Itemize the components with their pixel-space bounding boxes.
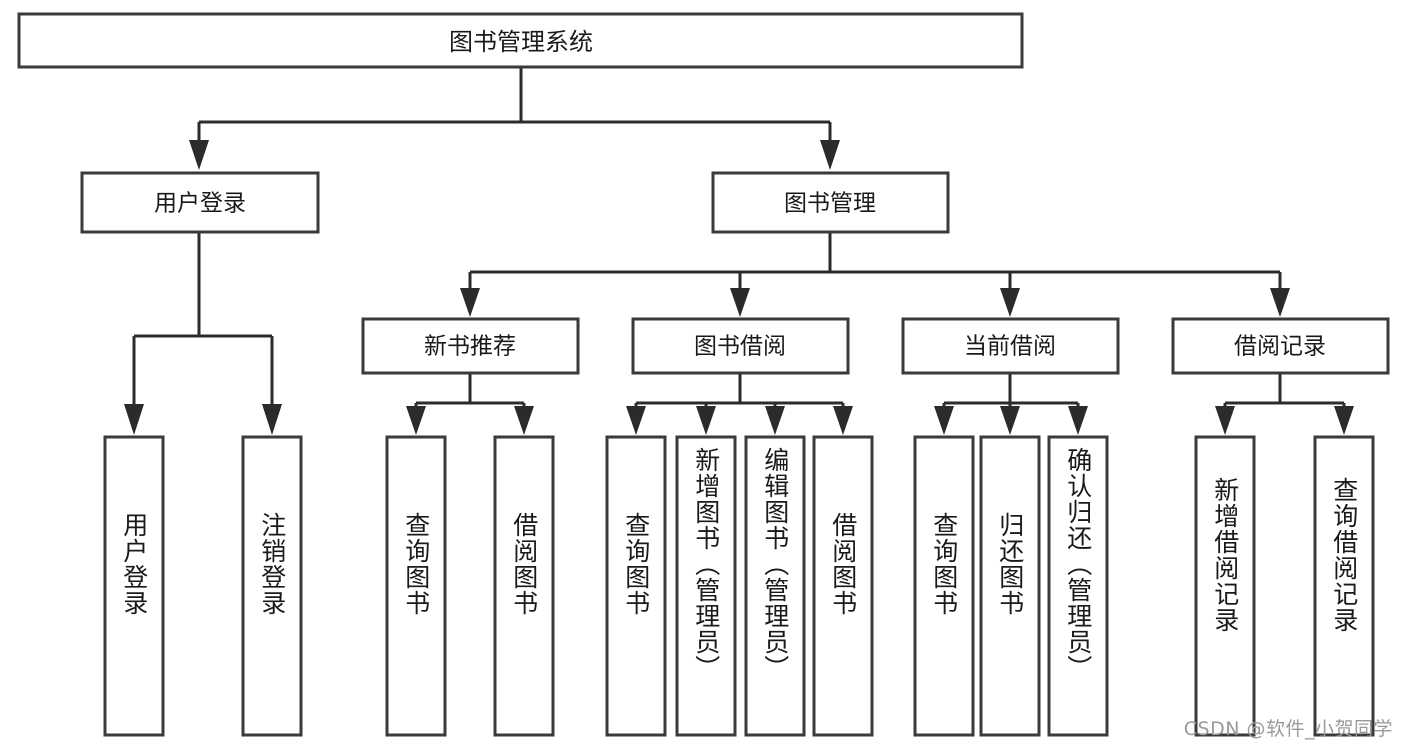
node-current-borrow-label: 当前借阅 (964, 334, 1056, 360)
node-current-borrow-box[interactable] (901, 317, 1120, 375)
node-borrow-record[interactable]: 借阅记录 (1171, 317, 1390, 375)
csdn-watermark: CSDN @软件_小贺同学 (1183, 718, 1393, 740)
leaf-box-query-record[interactable] (1313, 435, 1375, 737)
node-book-borrow-label: 图书借阅 (694, 334, 786, 360)
node-book-borrow-box[interactable] (631, 317, 850, 375)
arrow-head-leaf-borrow-book-1 (514, 406, 534, 435)
arrow-head-current-borrow (1000, 288, 1020, 317)
arrow-head-leaf-return-book (1000, 406, 1020, 435)
leaf-box-query-book-3[interactable] (913, 435, 975, 737)
leaf-box-confirm-return[interactable] (1047, 435, 1109, 737)
node-borrow-record-box[interactable] (1171, 317, 1390, 375)
node-book-management-box[interactable] (711, 171, 950, 234)
arrow-head-leaf-edit-book (765, 406, 785, 435)
arrow-head-borrow-record (1270, 288, 1290, 317)
leaf-box-add-book[interactable] (675, 435, 737, 737)
connector-group (124, 67, 1354, 435)
arrow-head-leaf-add-book (696, 406, 716, 435)
arrow-head-leaf-query-book-1 (406, 406, 426, 435)
arrow-head-book-borrow (730, 288, 750, 317)
leaf-box-group (103, 435, 1375, 737)
leaf-box-user-logout[interactable] (241, 435, 303, 737)
leaf-box-query-book-2[interactable] (605, 435, 667, 737)
node-book-management[interactable]: 图书管理 (711, 171, 950, 234)
node-book-borrow[interactable]: 图书借阅 (631, 317, 850, 375)
arrow-head-user-login (189, 140, 209, 170)
arrow-head-leaf-confirm-return (1068, 406, 1088, 435)
leaf-box-user-login[interactable] (103, 435, 165, 737)
node-new-book-recommend[interactable]: 新书推荐 (361, 317, 580, 375)
node-user-login[interactable]: 用户登录 (80, 171, 320, 234)
node-new-book-recommend-label: 新书推荐 (424, 334, 516, 360)
leaf-box-borrow-book-1[interactable] (493, 435, 555, 737)
arrow-head-leaf-add-record (1215, 406, 1235, 435)
node-book-management-label: 图书管理 (784, 191, 876, 217)
node-user-login-label: 用户登录 (154, 191, 246, 217)
arrow-head-leaf-user-logout (262, 404, 282, 435)
leaf-box-add-record[interactable] (1194, 435, 1256, 737)
node-user-login-box[interactable] (80, 171, 320, 234)
arrow-head-leaf-query-book-3 (934, 406, 954, 435)
leaf-box-return-book[interactable] (979, 435, 1041, 737)
node-root[interactable]: 图书管理系统 (17, 12, 1024, 69)
node-root-box[interactable] (17, 12, 1024, 69)
leaf-box-query-book-1[interactable] (385, 435, 447, 737)
arrow-head-new-book-recommend (460, 288, 480, 317)
node-new-book-recommend-box[interactable] (361, 317, 580, 375)
arrow-head-leaf-user-login (124, 404, 144, 435)
node-borrow-record-label: 借阅记录 (1234, 334, 1326, 360)
arrow-head-leaf-query-book-2 (626, 406, 646, 435)
node-current-borrow[interactable]: 当前借阅 (901, 317, 1120, 375)
arrow-head-leaf-query-record (1334, 406, 1354, 435)
node-root-label: 图书管理系统 (449, 28, 593, 56)
arrow-head-book-management (820, 140, 840, 170)
arrow-head-leaf-borrow-book-2 (833, 406, 853, 435)
leaf-box-borrow-book-2[interactable] (812, 435, 874, 737)
leaf-box-edit-book[interactable] (744, 435, 806, 737)
